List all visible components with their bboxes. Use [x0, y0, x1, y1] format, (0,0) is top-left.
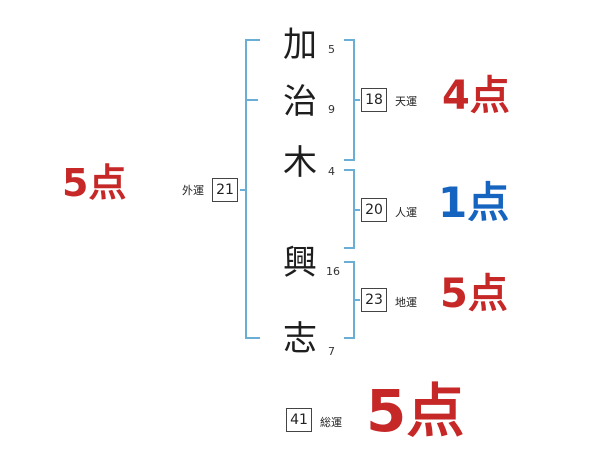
stroke-count-2: 9: [328, 103, 335, 116]
name-char-3: 木: [283, 143, 317, 183]
stroke-count-1: 5: [328, 43, 335, 56]
chi-label: 地運: [395, 296, 417, 309]
name-char-2: 治: [283, 82, 317, 122]
name-char-5: 志: [283, 319, 317, 359]
gai-value-box: 21: [212, 178, 238, 202]
jin-value-box: 20: [361, 198, 387, 222]
ten-bracket: [344, 39, 355, 161]
gai-score: 5点: [62, 161, 127, 205]
outer-bracket: [245, 39, 260, 339]
jin-score: 1点: [438, 178, 510, 227]
name-char-1: 加: [283, 25, 317, 65]
stroke-count-4: 16: [326, 265, 340, 278]
ten-value-box: 18: [361, 88, 387, 112]
sou-value-box: 41: [286, 408, 312, 432]
chi-score: 5点: [440, 271, 508, 317]
ten-score: 4点: [442, 73, 510, 119]
jin-bracket: [344, 169, 355, 249]
chi-value-box: 23: [361, 288, 387, 312]
sou-score: 5点: [366, 377, 465, 445]
gai-label: 外運: [182, 184, 204, 197]
stroke-count-5: 7: [328, 345, 335, 358]
ten-label: 天運: [395, 95, 417, 108]
sou-label: 総運: [320, 416, 342, 429]
stroke-count-3: 4: [328, 165, 335, 178]
name-char-4: 興: [283, 243, 317, 283]
chi-bracket: [344, 261, 355, 339]
jin-label: 人運: [395, 206, 417, 219]
